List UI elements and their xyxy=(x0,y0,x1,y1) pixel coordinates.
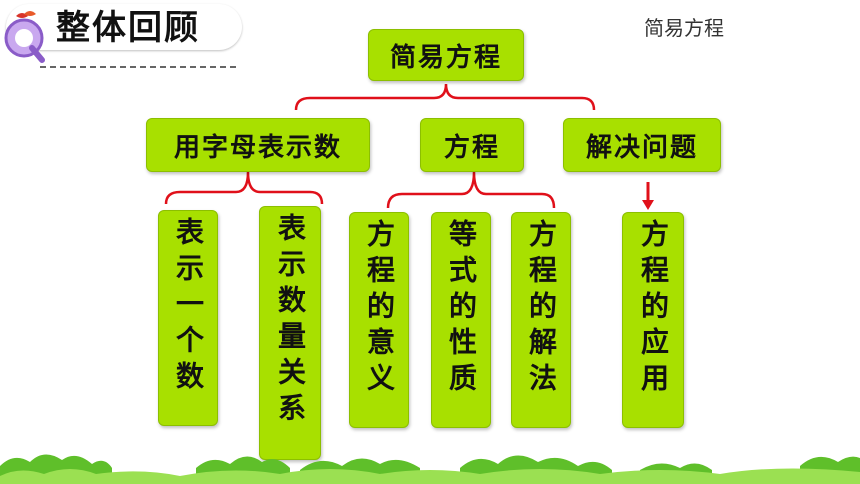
branch-node-letters: 用字母表示数 xyxy=(146,118,370,172)
leaf-node: 方程的应用 xyxy=(622,212,684,428)
branch3-arrowhead xyxy=(642,200,654,210)
branch1-brace xyxy=(164,171,324,205)
grass-decoration xyxy=(0,454,860,484)
branch-node-equation: 方程 xyxy=(420,118,524,172)
corner-label: 简易方程 xyxy=(644,16,724,40)
branch-node-problem: 解决问题 xyxy=(563,118,721,172)
page-title: 整体回顾 xyxy=(56,8,200,48)
section-badge: 整体回顾 xyxy=(0,0,246,72)
badge-pill xyxy=(6,4,242,50)
leaf-node: 等式的性质 xyxy=(431,212,491,428)
leaf-node: 表示一个数 xyxy=(158,210,218,426)
title-underline xyxy=(40,66,236,68)
branch2-brace xyxy=(386,171,556,209)
leaf-node: 表示数量关系 xyxy=(259,206,321,460)
leaf-node: 方程的意义 xyxy=(349,212,409,428)
root-node: 简易方程 xyxy=(368,29,524,81)
root-brace xyxy=(294,83,596,111)
q-magnifier-icon xyxy=(4,11,45,63)
leaf-node: 方程的解法 xyxy=(511,212,571,428)
